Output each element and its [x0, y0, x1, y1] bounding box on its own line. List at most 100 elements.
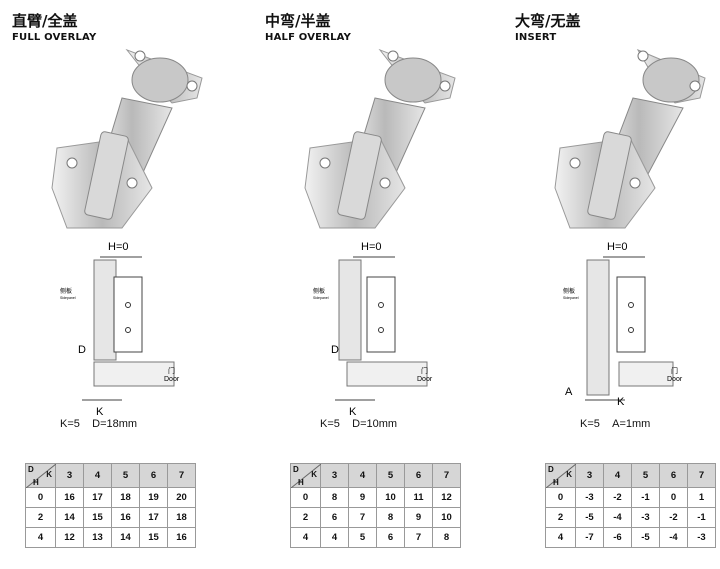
value-cell: 12 [432, 487, 461, 508]
k-header: 6 [404, 463, 433, 488]
h-cell: 2 [25, 507, 56, 528]
hinge-photo [304, 48, 456, 229]
value-cell: -3 [575, 487, 604, 508]
h-cell: 0 [290, 487, 321, 508]
value-cell: 10 [432, 507, 461, 528]
sidepanel-label-en: Sidepanel [563, 296, 579, 300]
dimension-label: D [78, 344, 86, 356]
value-cell: -4 [603, 507, 632, 528]
value-cell: 19 [139, 487, 168, 508]
spec-line: K=5 D=18mm [60, 418, 137, 430]
value-cell: 13 [83, 527, 112, 548]
value-cell: -2 [603, 487, 632, 508]
title-en: INSERT [515, 32, 557, 43]
value-cell: 15 [83, 507, 112, 528]
title-en: HALF OVERLAY [265, 32, 352, 43]
value-cell: 7 [404, 527, 433, 548]
h-cell: 4 [290, 527, 321, 548]
hinge-column: 直臂/全盖 FULL OVERLAY H=0 侧板 Sidepanel 门 Do… [12, 0, 252, 569]
door-label-en: Door [417, 376, 433, 383]
value-cell: 9 [348, 487, 377, 508]
value-cell: -1 [631, 487, 660, 508]
value-cell: -6 [603, 527, 632, 548]
sidepanel-label-en: Sidepanel [313, 296, 329, 300]
value-cell: 6 [320, 507, 349, 528]
value-cell: 14 [111, 527, 140, 548]
table-row: 2-5-4-3-2-1 [545, 507, 716, 528]
value-cell: 20 [167, 487, 196, 508]
h-cell: 0 [25, 487, 56, 508]
hinge-photo [554, 48, 706, 229]
title-en: FULL OVERLAY [12, 32, 97, 43]
sidepanel-label-cn: 侧板 [60, 287, 72, 295]
sidepanel-label-cn: 侧板 [563, 287, 575, 295]
k-header: 5 [111, 463, 140, 488]
value-cell: -1 [687, 507, 716, 528]
dimension-label: A [565, 386, 573, 398]
k-header: 3 [320, 463, 349, 488]
door-label-en: Door [164, 376, 180, 383]
value-cell: 15 [139, 527, 168, 548]
k-header: 4 [603, 463, 632, 488]
spec-line: K=5 D=10mm [320, 418, 397, 430]
value-cell: 6 [376, 527, 405, 548]
k-header: 3 [575, 463, 604, 488]
value-cell: 0 [659, 487, 688, 508]
title-cn: 大弯/无盖 [515, 12, 581, 30]
value-cell: -3 [687, 527, 716, 548]
value-cell: 12 [55, 527, 84, 548]
installation-diagram: H=0 侧板 Sidepanel 门 Door A K [563, 241, 683, 408]
value-cell: 16 [167, 527, 196, 548]
k-header: 7 [432, 463, 461, 488]
value-cell: 1 [687, 487, 716, 508]
value-cell: 5 [348, 527, 377, 548]
value-cell: 9 [404, 507, 433, 528]
value-cell: 16 [111, 507, 140, 528]
title-cn: 中弯/半盖 [265, 12, 331, 30]
h-cell: 4 [25, 527, 56, 548]
value-cell: -2 [659, 507, 688, 528]
value-cell: 14 [55, 507, 84, 528]
door-label-cn: 门 [421, 366, 428, 375]
h-label: H=0 [607, 241, 628, 253]
value-cell: -5 [575, 507, 604, 528]
h-cell: 2 [545, 507, 576, 528]
spec-k: K=5 [580, 418, 600, 430]
value-cell: 8 [320, 487, 349, 508]
h-cell: 2 [290, 507, 321, 528]
k-header: 5 [631, 463, 660, 488]
h-label: H=0 [108, 241, 129, 253]
hinge-photo [51, 48, 203, 229]
value-cell: 10 [376, 487, 405, 508]
k-header: 4 [348, 463, 377, 488]
h-label: H=0 [361, 241, 382, 253]
k-label: K [617, 396, 625, 408]
table-row: 4-7-6-5-4-3 [545, 527, 716, 548]
value-cell: 4 [320, 527, 349, 548]
h-cell: 4 [545, 527, 576, 548]
spec-line: K=5 A=1mm [580, 418, 650, 430]
value-cell: 18 [167, 507, 196, 528]
k-header: 4 [83, 463, 112, 488]
value-cell: -5 [631, 527, 660, 548]
value-cell: 7 [348, 507, 377, 528]
sidepanel-label-en: Sidepanel [60, 296, 76, 300]
value-cell: -3 [631, 507, 660, 528]
k-header: 5 [376, 463, 405, 488]
door-label-en: Door [667, 376, 683, 383]
k-header: 7 [167, 463, 196, 488]
dimension-label: D [331, 344, 339, 356]
value-cell: 17 [139, 507, 168, 528]
